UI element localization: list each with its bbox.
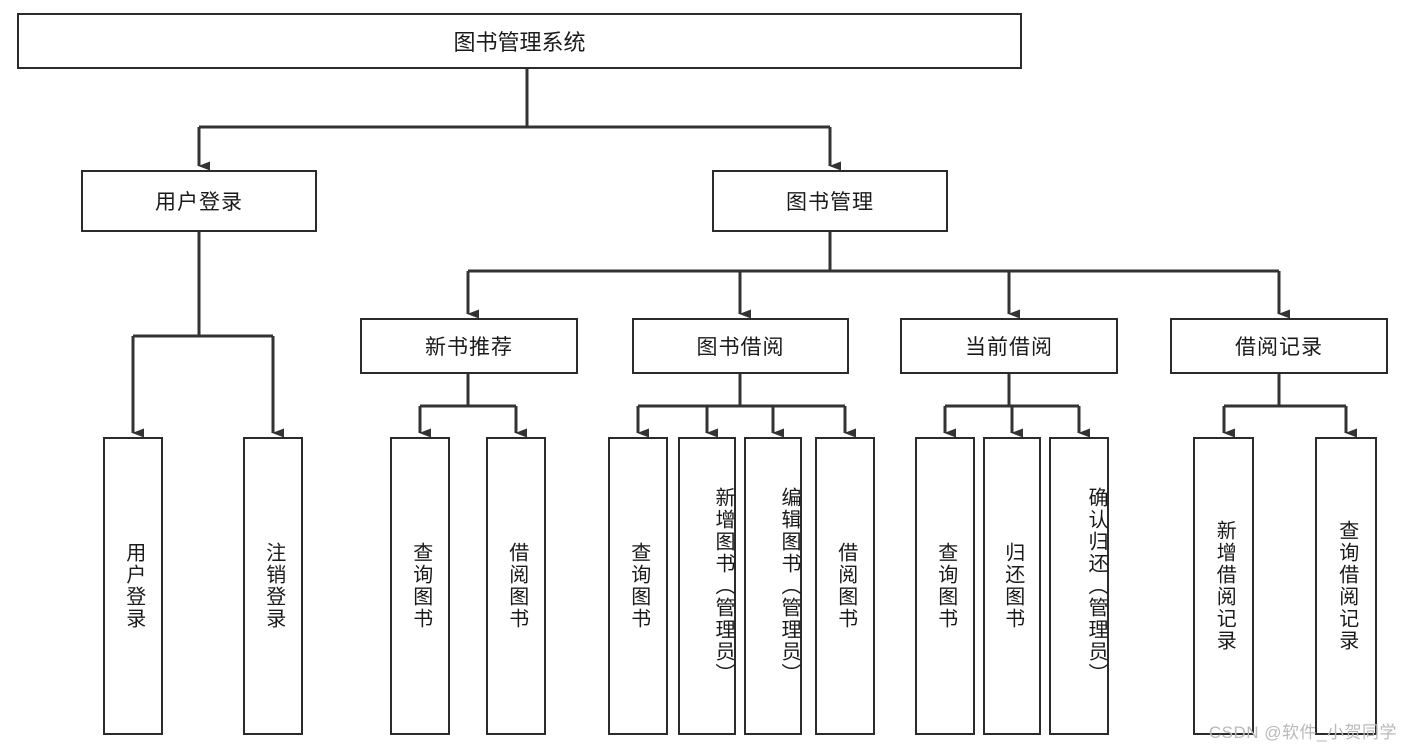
leaf-user-login[interactable]: 用户登录 (103, 437, 163, 735)
node-book-borrow[interactable]: 图书借阅 (632, 318, 849, 374)
leaf-query-book-3[interactable]: 查询图书 (915, 437, 975, 735)
leaf-add-borrow-record[interactable]: 新增借阅记录 (1193, 437, 1254, 735)
leaf-borrow-book-2[interactable]: 借阅图书 (815, 437, 875, 735)
leaf-query-book-1[interactable]: 查询图书 (390, 437, 450, 735)
leaf-borrow-book-1[interactable]: 借阅图书 (486, 437, 546, 735)
leaf-user-logout[interactable]: 注销登录 (243, 437, 303, 735)
leaf-confirm-return-admin[interactable]: 确认归还（管理员） (1049, 437, 1109, 735)
leaf-query-borrow-record[interactable]: 查询借阅记录 (1315, 437, 1377, 735)
node-borrow-record[interactable]: 借阅记录 (1170, 318, 1388, 374)
node-root[interactable]: 图书管理系统 (17, 13, 1022, 69)
watermark: CSDN @软件_小贺同学 (1208, 723, 1397, 742)
leaf-return-book[interactable]: 归还图书 (983, 437, 1041, 735)
leaf-edit-book-admin[interactable]: 编辑图书（管理员） (744, 437, 802, 735)
node-book-manage[interactable]: 图书管理 (712, 170, 948, 232)
node-new-book-recommend[interactable]: 新书推荐 (360, 318, 578, 374)
node-user-login[interactable]: 用户登录 (81, 170, 317, 232)
node-current-borrow[interactable]: 当前借阅 (900, 318, 1118, 374)
leaf-query-book-2[interactable]: 查询图书 (608, 437, 668, 735)
leaf-add-book-admin[interactable]: 新增图书（管理员） (678, 437, 736, 735)
